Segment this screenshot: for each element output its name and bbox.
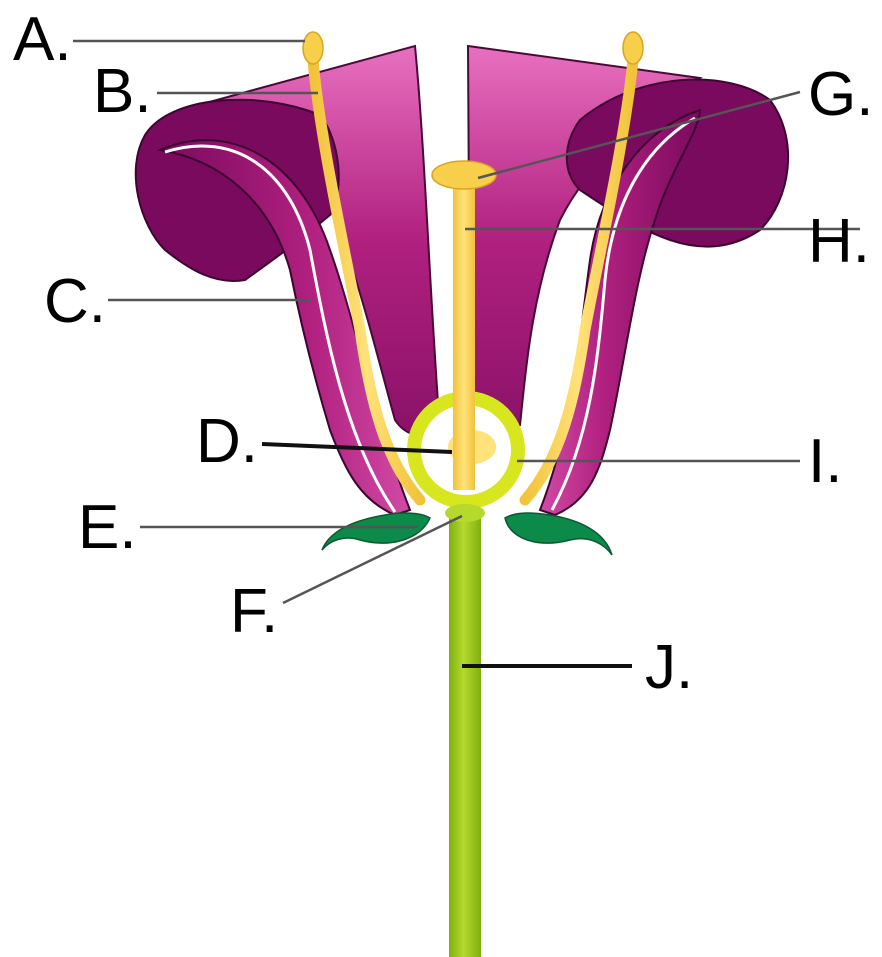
label-a: A. <box>13 5 72 74</box>
label-b: B. <box>93 57 152 126</box>
sepal-left <box>322 513 430 550</box>
label-j: J. <box>645 633 693 702</box>
label-h: H. <box>808 207 870 276</box>
label-d: D. <box>196 407 258 476</box>
style <box>453 178 475 490</box>
anther-right <box>623 32 643 64</box>
sepal-right <box>505 513 612 555</box>
label-f: F. <box>230 577 278 646</box>
stem <box>449 515 481 957</box>
label-c: C. <box>44 267 106 336</box>
anther-left <box>303 32 323 64</box>
label-i: I. <box>808 427 842 496</box>
label-e: E. <box>78 493 137 562</box>
receptacle <box>445 504 485 522</box>
label-g: G. <box>808 60 873 129</box>
